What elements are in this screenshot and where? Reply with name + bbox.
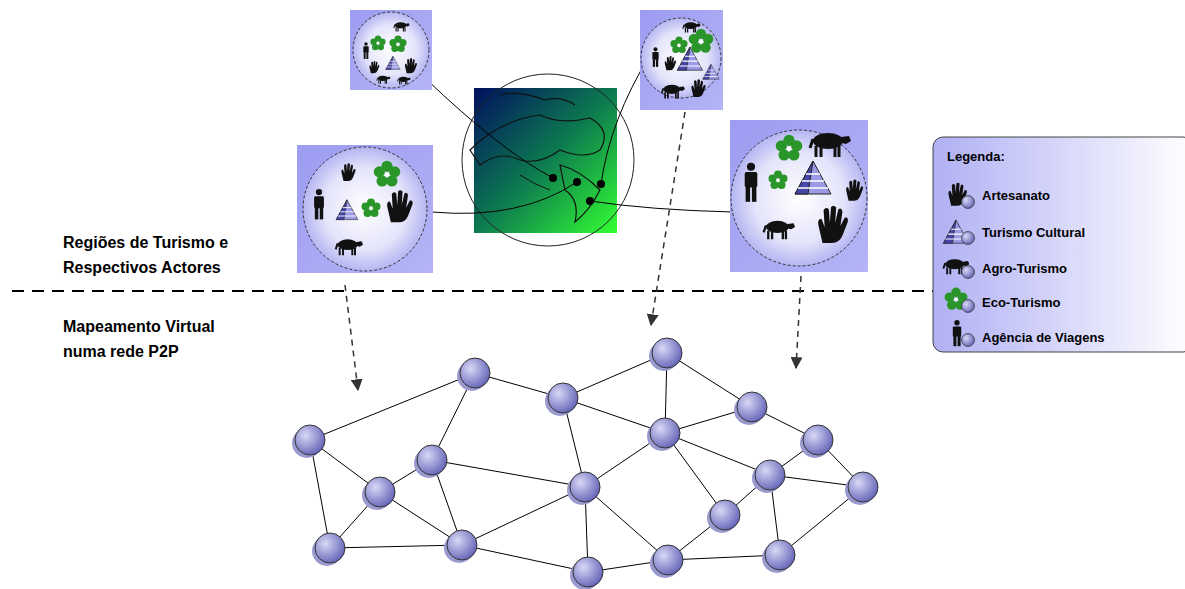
p2p-link (585, 487, 668, 560)
peer-node (737, 392, 767, 422)
network-heading: Mapeamento Virtual numa rede P2P (63, 314, 243, 364)
peer-node (315, 533, 345, 563)
peer-node (650, 418, 680, 448)
tourism-region (350, 10, 432, 90)
region-heading: Regiões de Turismo e Respectivos Actores (63, 230, 278, 280)
legend-panel (933, 137, 1185, 352)
peer-node (295, 425, 325, 455)
tourism-region (640, 10, 723, 110)
legend-text: Artesanato (982, 188, 1050, 204)
legend-text: Eco-Turismo (982, 295, 1061, 311)
peer-node (573, 557, 603, 587)
legend-title: Legenda: (947, 149, 1005, 165)
p2p-link (462, 545, 588, 572)
peer-node (848, 472, 878, 502)
peer-node (447, 530, 477, 560)
peer-node (365, 477, 395, 507)
peer-node (548, 383, 578, 413)
peer-node (460, 358, 490, 388)
globe (462, 74, 634, 246)
p2p-network (292, 338, 878, 589)
tourism-region (297, 145, 433, 273)
peer-node (570, 472, 600, 502)
tourism-region (730, 120, 868, 272)
peer-node (803, 425, 833, 455)
peer-node (755, 460, 785, 490)
p2p-link (330, 545, 462, 548)
legend-text: Agro-Turismo (982, 261, 1067, 277)
peer-node (417, 445, 447, 475)
legend-text: Agência de Viagens (982, 330, 1105, 346)
peer-node (652, 338, 682, 368)
p2p-link (462, 487, 585, 545)
p2p-link (310, 373, 475, 440)
mapping-arrow (345, 112, 801, 390)
peer-node (710, 500, 740, 530)
p2p-link (432, 460, 585, 487)
legend-text: Turismo Cultural (982, 225, 1085, 241)
peer-node (765, 540, 795, 570)
peer-node (653, 545, 683, 575)
